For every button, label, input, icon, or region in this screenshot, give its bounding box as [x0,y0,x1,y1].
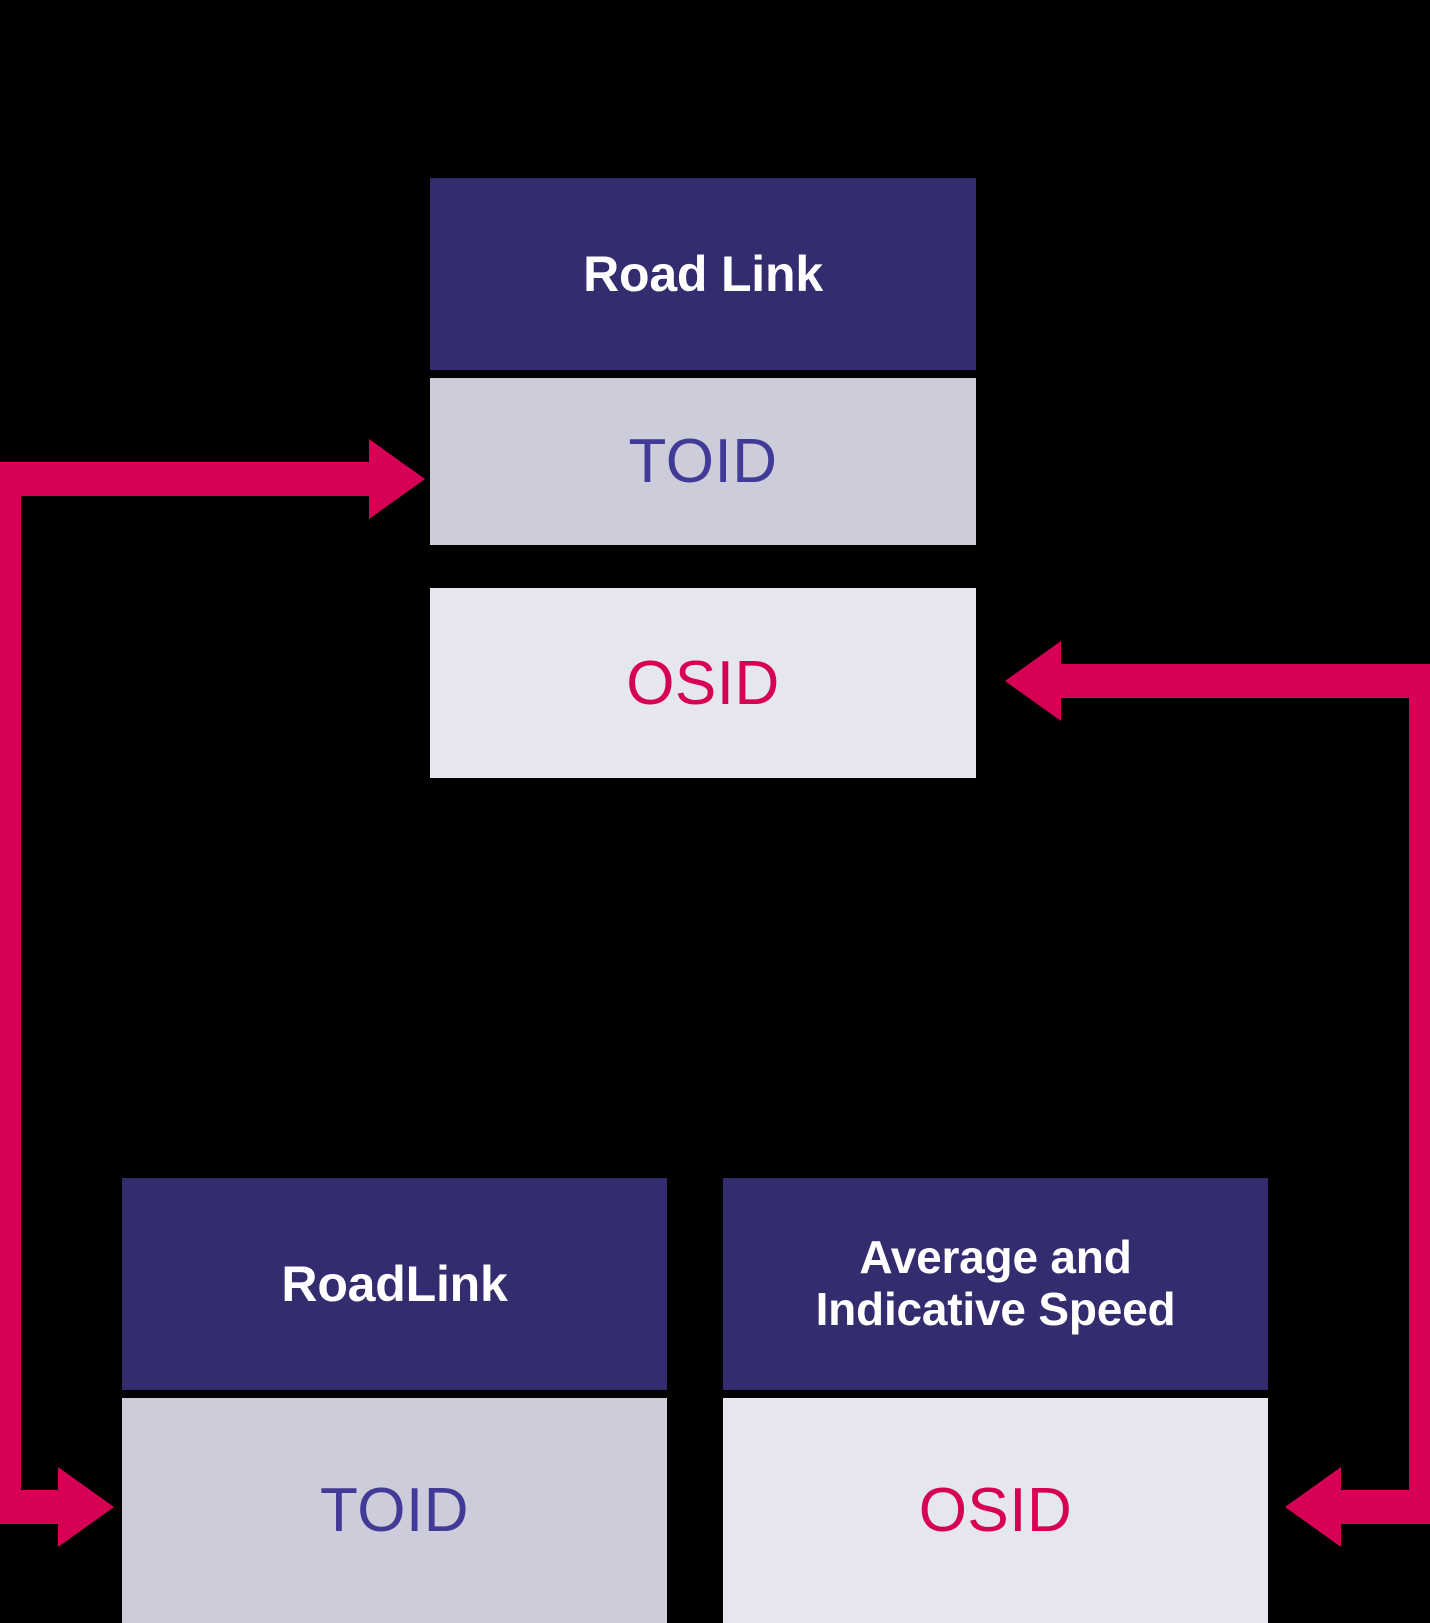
osid-connector-bottom-horizontal [1340,1490,1430,1524]
entity-road-link[interactable]: Road Link TOID OSID [430,178,976,778]
osid-connector-top-horizontal [1060,664,1430,698]
entity-average-and-indicative-speed-header-line-1: Average and [859,1231,1132,1284]
toid-arrowhead-top-icon [369,439,425,519]
osid-arrowhead-top-icon [1005,641,1061,721]
entity-roadlink[interactable]: RoadLink TOID [122,1178,667,1623]
entity-road-link-attribute-toid[interactable]: TOID [430,378,976,545]
osid-arrowhead-bottom-icon [1285,1467,1341,1547]
entity-road-link-attribute-osid[interactable]: OSID [430,588,976,778]
entity-average-and-indicative-speed[interactable]: Average and Indicative Speed OSID [723,1178,1268,1623]
osid-connector-vertical [1409,664,1430,1507]
entity-average-and-indicative-speed-attribute-osid[interactable]: OSID [723,1398,1268,1623]
toid-connector-top-horizontal [0,462,386,496]
toid-arrowhead-bottom-icon [58,1467,114,1547]
entity-road-link-header: Road Link [430,178,976,370]
entity-roadlink-header: RoadLink [122,1178,667,1390]
toid-connector-bottom-horizontal [0,1490,62,1524]
entity-average-and-indicative-speed-header: Average and Indicative Speed [723,1178,1268,1390]
entity-roadlink-attribute-toid[interactable]: TOID [122,1398,667,1623]
entity-average-and-indicative-speed-header-line-2: Indicative Speed [815,1283,1176,1335]
toid-connector-vertical [0,462,21,1507]
